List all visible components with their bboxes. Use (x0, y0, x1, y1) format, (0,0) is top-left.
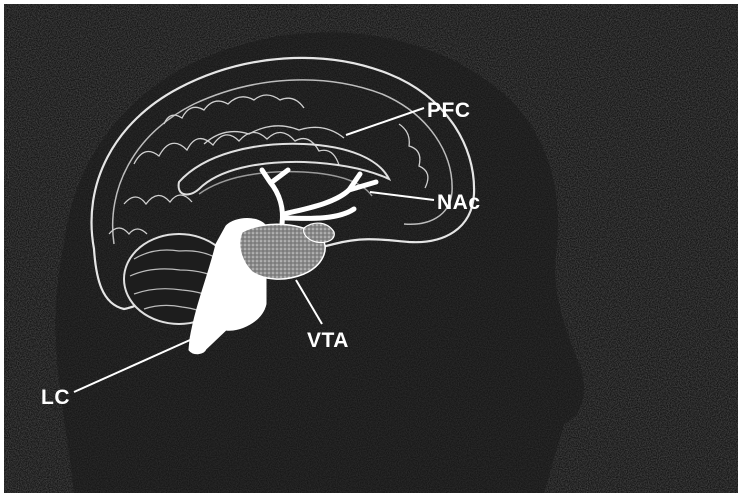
label-vta: VTA (307, 330, 349, 351)
brain-diagram: PFC NAc VTA LC (4, 4, 738, 493)
brain-illustration (4, 4, 738, 493)
label-lc: LC (41, 387, 70, 408)
label-pfc: PFC (427, 100, 471, 121)
label-nac: NAc (437, 192, 481, 213)
